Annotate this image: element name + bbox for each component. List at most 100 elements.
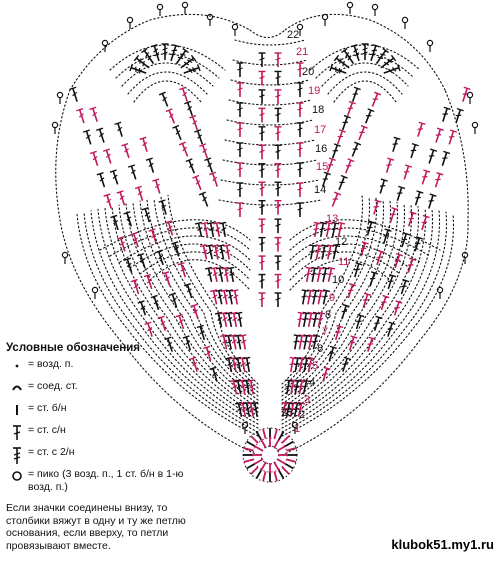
dc-icon bbox=[6, 424, 28, 441]
center-col-outer-left-0 bbox=[235, 62, 245, 78]
right-diag-col-1-2 bbox=[425, 148, 438, 166]
right-chain-row-6 bbox=[281, 206, 420, 417]
right-diag-col-3-2 bbox=[376, 178, 389, 196]
row-number-13: 13 bbox=[326, 213, 338, 225]
left-diag-col-4-5 bbox=[191, 174, 205, 192]
row-number-18: 18 bbox=[312, 104, 324, 116]
picot-16 bbox=[461, 251, 469, 265]
ring-stitch-14 bbox=[245, 440, 257, 448]
row-number-23: 23 bbox=[281, 407, 293, 419]
row-number-7: 7 bbox=[322, 326, 328, 338]
right-diag-col-3-0 bbox=[388, 136, 402, 154]
legend-label-dc: = ст. с/н bbox=[28, 424, 66, 436]
left-chain-row-10 bbox=[139, 200, 259, 401]
center-col-left-8 bbox=[257, 199, 267, 216]
ring-stitch-23 bbox=[285, 447, 297, 452]
left-chain-row-12 bbox=[153, 197, 259, 393]
right-diag-col-5-4 bbox=[328, 143, 342, 161]
ring-stitch-22 bbox=[283, 440, 295, 448]
left-diag-col-0-3 bbox=[89, 150, 102, 168]
right-diag-col-2-1 bbox=[406, 142, 420, 160]
legend-title: Условные обозначения bbox=[6, 342, 141, 354]
center-col-outer-left-2 bbox=[235, 102, 245, 118]
inner-ring-stitch-1 bbox=[276, 458, 287, 465]
center-col-outer-left-4 bbox=[235, 142, 245, 158]
right-lobe-fan-3 bbox=[350, 43, 364, 63]
row-number-4: 4 bbox=[309, 377, 315, 389]
right-chain-row-10 bbox=[281, 200, 392, 401]
row-number-3: 3 bbox=[304, 394, 310, 406]
center-col-outer-right-2 bbox=[295, 102, 305, 118]
right-diag-col-1-0 bbox=[438, 106, 452, 124]
picot-3 bbox=[181, 1, 189, 15]
lower-right-fan-4-0 bbox=[310, 221, 322, 239]
ring-stitch-7 bbox=[262, 470, 267, 482]
center-col-right-10 bbox=[273, 236, 283, 253]
left-chain-row-3 bbox=[90, 210, 259, 429]
center-arc-7 bbox=[220, 179, 320, 186]
left-chain-row-1 bbox=[76, 213, 259, 437]
picot-9 bbox=[371, 3, 379, 17]
right-diag-col-5-2 bbox=[338, 114, 352, 132]
center-col-left-5 bbox=[257, 144, 267, 161]
center-col-outer-right-3 bbox=[295, 122, 305, 138]
picot-14 bbox=[466, 91, 474, 105]
left-diag-col-3-6 bbox=[176, 261, 190, 279]
row-number-11: 11 bbox=[338, 256, 349, 268]
left-diag-col-2-0 bbox=[113, 121, 127, 139]
row-numbers: 22 21 20 19 18 17 16 15 14 13 12 11 10 9… bbox=[281, 29, 349, 435]
left-diag-col-4-2 bbox=[171, 124, 185, 142]
mid-right-arc-0 bbox=[289, 219, 441, 251]
right-diag-col-2-2 bbox=[400, 164, 413, 182]
ring-stitch-1 bbox=[285, 458, 297, 463]
ring-stitch-4 bbox=[277, 468, 285, 480]
center-col-left-12 bbox=[257, 273, 267, 290]
right-diag-col-2-5 bbox=[379, 228, 393, 246]
picot-12 bbox=[56, 91, 64, 105]
outer-chain-0 bbox=[55, 89, 259, 456]
right-diag-col-0-4 bbox=[431, 171, 444, 189]
outer-chain-4 bbox=[249, 29, 286, 39]
left-diag-col-0-7 bbox=[116, 236, 129, 254]
right-diag-col-2-7 bbox=[366, 271, 379, 289]
lower-right-fan-4-1 bbox=[306, 244, 318, 261]
picot-13 bbox=[51, 121, 59, 135]
ring-stitch-13 bbox=[243, 447, 255, 452]
right-diag-col-1-11 bbox=[363, 336, 377, 354]
mid-right-arc-2 bbox=[289, 235, 421, 263]
right-diag-col-4-5 bbox=[335, 174, 349, 192]
left-diag-col-5-3 bbox=[193, 128, 207, 147]
left-diag-col-1-3 bbox=[109, 169, 122, 187]
row-number-16: 16 bbox=[315, 143, 327, 155]
row-number-12: 12 bbox=[335, 236, 347, 248]
right-diag-col-5-3 bbox=[333, 128, 347, 147]
right-lobe-arc-3 bbox=[327, 71, 403, 95]
left-diag-col-4-1 bbox=[165, 108, 179, 126]
center-col-left-6 bbox=[257, 162, 267, 179]
center-arc-5 bbox=[224, 139, 316, 146]
center-col-outer-left-6 bbox=[235, 182, 245, 198]
center-col-left-2 bbox=[257, 89, 267, 105]
row-number-14: 14 bbox=[314, 184, 326, 196]
picot-8 bbox=[346, 1, 354, 15]
left-diag-col-3-1 bbox=[145, 157, 158, 175]
mid-right-arc-4 bbox=[289, 251, 401, 281]
center-arc-8 bbox=[218, 199, 322, 206]
right-diag-col-0-11 bbox=[383, 321, 397, 339]
row-number-10: 10 bbox=[332, 274, 344, 286]
left-diag-col-2-7 bbox=[161, 271, 174, 289]
row-number-17: 17 bbox=[314, 124, 326, 136]
mid-left-arc-0 bbox=[99, 219, 251, 251]
left-diag-col-1-7 bbox=[136, 252, 150, 270]
center-col-outer-right-1 bbox=[295, 82, 305, 98]
row-number-6: 6 bbox=[317, 343, 323, 355]
instruction-note: Если значки соединены внизу, то столбики… bbox=[6, 502, 186, 552]
right-diag-col-1-10 bbox=[370, 315, 384, 333]
center-col-outer-left-1 bbox=[235, 82, 245, 98]
left-lobe-fan-5 bbox=[166, 43, 180, 63]
center-col-right-1 bbox=[273, 70, 283, 87]
ring-stitch-9 bbox=[250, 466, 259, 475]
left-chain-row-13 bbox=[160, 196, 259, 389]
ring-stitches bbox=[242, 427, 298, 483]
picot-15 bbox=[471, 121, 479, 135]
